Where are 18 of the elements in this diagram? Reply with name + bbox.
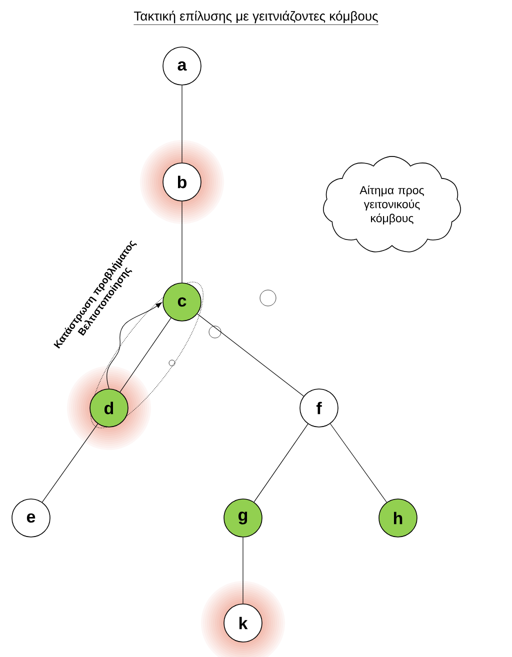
line (197, 314, 304, 396)
tree-node: a (162, 46, 202, 86)
tree-node: c (162, 282, 202, 322)
tree-node: b (162, 162, 202, 202)
line (120, 318, 172, 392)
tree-node: k (224, 604, 262, 642)
title: Τακτική επίλυσης με γειτνιάζοντες κόμβους (133, 10, 378, 25)
line (242, 537, 244, 604)
tree-node: g (224, 498, 262, 538)
tree-node: f (300, 388, 338, 428)
arrow (106, 302, 162, 389)
tree-node: h (378, 498, 418, 538)
line (330, 423, 387, 503)
cloud: Αίτημα προς γειτονικούς κόμβους (323, 156, 461, 252)
tree-node: d (90, 388, 128, 428)
line (254, 424, 308, 502)
tree-node: e (12, 498, 50, 538)
line (42, 424, 98, 502)
